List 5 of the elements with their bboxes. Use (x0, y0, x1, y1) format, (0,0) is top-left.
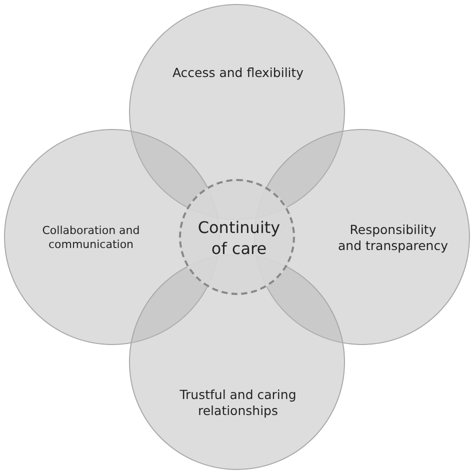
circle-label: Continuity of care (196, 218, 282, 260)
circle-label: Access and flexibility (171, 65, 305, 82)
circle-label: Collaboration and communication (41, 224, 141, 252)
circle-label: Trustful and caring relationships (178, 386, 298, 419)
circle-label: Responsibility and transparency (338, 222, 448, 254)
